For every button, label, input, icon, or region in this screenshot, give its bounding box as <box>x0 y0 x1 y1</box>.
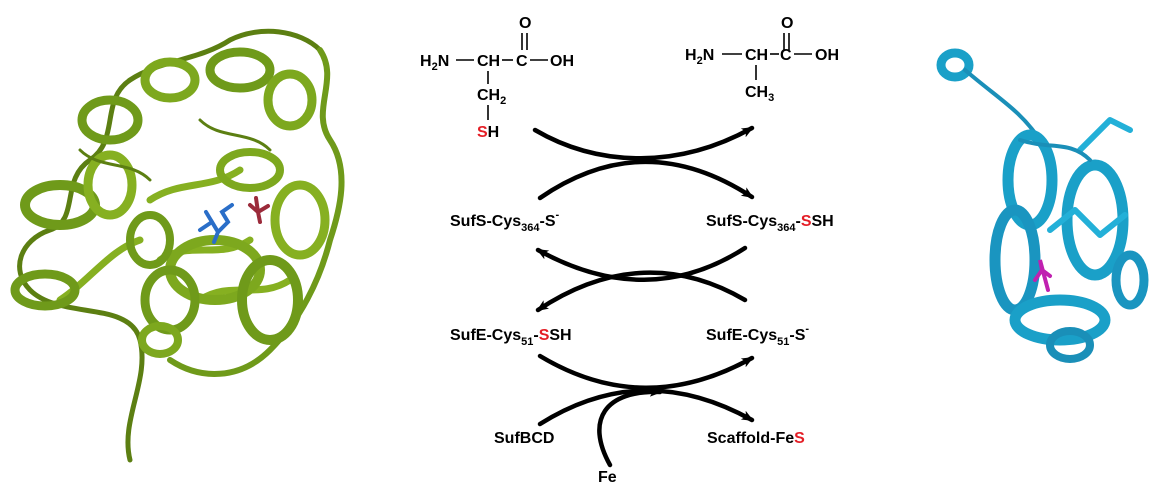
ala-alpha-ch: CH <box>745 47 768 64</box>
arrow-sufe-persulfide <box>535 270 748 313</box>
sufs-ligand-maroon <box>248 196 270 224</box>
arrow-sufs-persulfide <box>537 159 755 201</box>
label-sufbcd: SufBCD <box>494 430 554 447</box>
cys-carbonyl-o: O <box>519 15 531 32</box>
cys-thiol: SH <box>477 124 499 141</box>
ala-hydroxyl: OH <box>815 47 839 64</box>
cys-ch2: CH2 <box>477 87 506 107</box>
ala-amine: H2N <box>685 47 714 67</box>
sufe-protein-structure <box>936 48 1149 363</box>
ala-ch3: CH3 <box>745 84 774 104</box>
label-scaffold-fes: Scaffold-FeS <box>707 430 805 447</box>
ala-carbonyl-o: O <box>781 15 793 32</box>
label-sufe-persulfide: SufE-Cys51-SSH <box>450 327 572 348</box>
cys-carboxyl-c: C <box>516 53 528 70</box>
label-sufs-thiolate: SufS-Cys364-S- <box>450 209 559 234</box>
arrow-sufe-return <box>537 353 755 390</box>
cys-amine: H2N <box>420 53 449 73</box>
arrow-cys-to-ala <box>532 125 755 161</box>
label-sufs-persulfide: SufS-Cys364-SSH <box>706 213 834 234</box>
label-sufe-thiolate: SufE-Cys51-S- <box>706 323 809 348</box>
label-fe: Fe <box>598 469 617 485</box>
sufe-ligand-magenta <box>1033 259 1052 292</box>
ala-carboxyl-c: C <box>780 47 792 64</box>
arrow-fe-input <box>597 386 663 468</box>
sufs-ligand-blue <box>198 203 234 244</box>
cysteine-structure: O H2N CH C OH CH2 SH <box>420 15 574 141</box>
cys-alpha-ch: CH <box>477 53 500 70</box>
alanine-structure: O H2N CH C OH CH3 <box>685 15 839 104</box>
sufs-protein-structure <box>10 28 345 463</box>
arrow-sufs-return <box>535 245 748 282</box>
cys-hydroxyl: OH <box>550 53 574 70</box>
reaction-arrows <box>532 125 755 468</box>
arrow-sufbcd-to-scaffold <box>537 388 755 427</box>
